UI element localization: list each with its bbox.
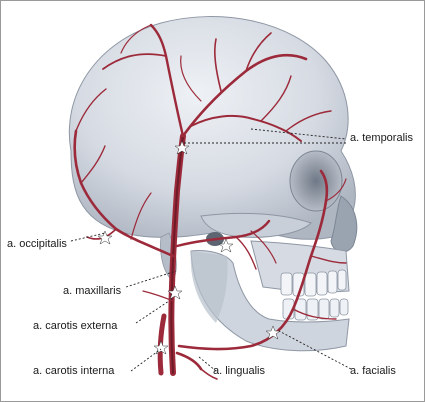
- orbit: [289, 150, 343, 212]
- arteries: [73, 23, 347, 380]
- zygomatic-arch: [200, 212, 312, 238]
- label-lingualis: a. lingualis: [213, 365, 265, 377]
- mandible: [190, 250, 350, 352]
- label-carotis-externa: a. carotis externa: [33, 320, 118, 332]
- teeth-upper: [280, 269, 347, 297]
- mandible-ramus: [190, 251, 228, 323]
- leader-lines: [70, 128, 352, 372]
- label-carotis-interna: a. carotis interna: [33, 365, 115, 377]
- label-facialis: a. facialis: [350, 365, 396, 377]
- label-maxillaris: a. maxillaris: [63, 285, 122, 297]
- marker-stars: [97, 140, 281, 355]
- label-temporalis: a. temporalis: [350, 132, 413, 144]
- label-occipitalis: a. occipitalis: [7, 238, 67, 250]
